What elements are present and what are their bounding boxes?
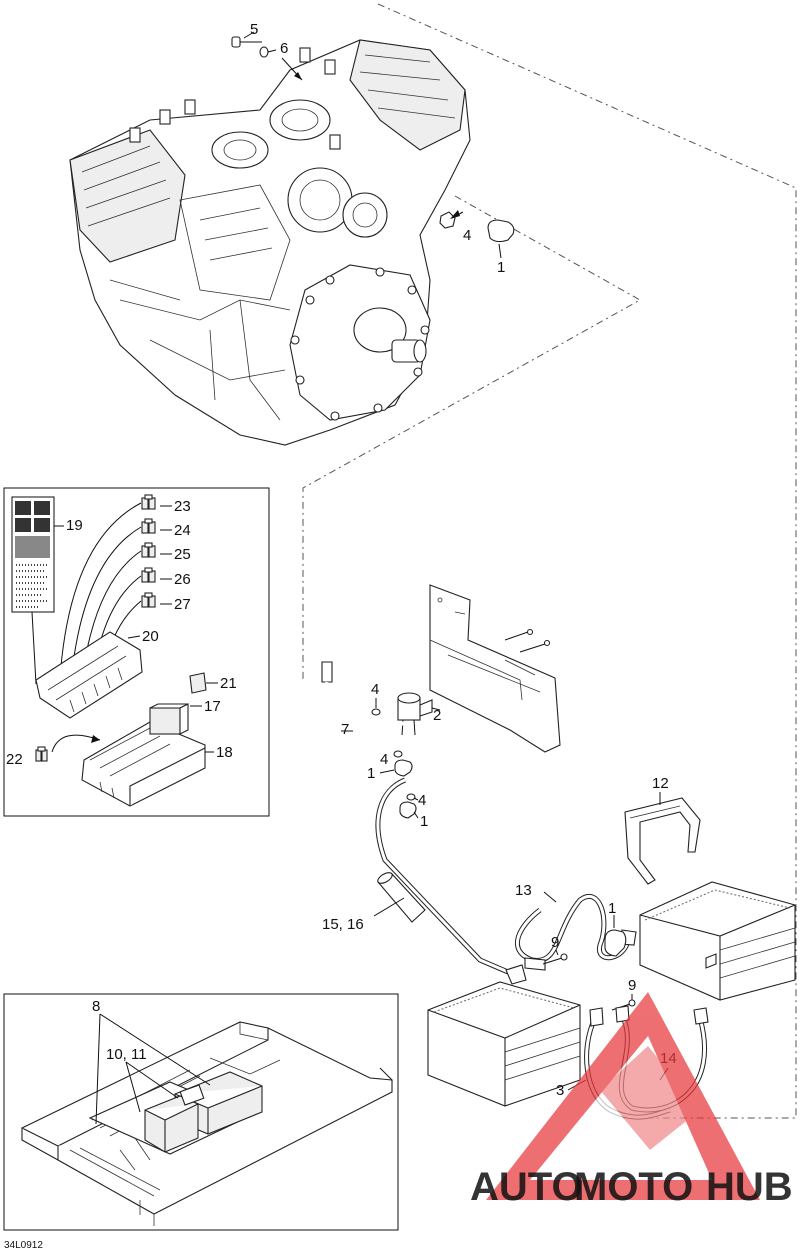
callout-13: 13 [515, 882, 532, 899]
callout-5: 5 [250, 21, 258, 38]
callout-26: 26 [174, 571, 191, 588]
callout-4: 4 [380, 751, 388, 768]
watermark-text: AUTO MOTO HUB [470, 1165, 793, 1209]
ground-cable [375, 777, 527, 985]
watermark-logo [486, 992, 760, 1200]
relay [189, 672, 207, 694]
fuse-box-cover [35, 631, 143, 719]
callout-21: 21 [220, 675, 237, 692]
terminal-cap [604, 929, 627, 957]
callout-3: 3 [556, 1082, 564, 1099]
callout-1: 1 [420, 813, 428, 830]
svg-text:HUB: HUB [706, 1165, 793, 1209]
battery-bolt [542, 953, 568, 965]
fuse-group [141, 494, 156, 608]
callout-7: 7 [341, 721, 349, 738]
diagram-reference: 34L0912 [4, 1240, 43, 1251]
callout-9: 9 [551, 934, 559, 951]
cable-7 [314, 661, 406, 757]
fuse [35, 746, 48, 762]
terminal-cap [487, 219, 515, 243]
cable-sleeve [377, 872, 426, 923]
terminal-cap [399, 801, 417, 819]
callout-1: 1 [497, 259, 505, 276]
fuse-holder-base [81, 703, 206, 807]
callout-10-11: 10, 11 [106, 1046, 147, 1063]
starter-solenoid [397, 692, 433, 736]
vehicle-frame [20, 1021, 393, 1226]
callout-4: 4 [418, 792, 426, 809]
callout-23: 23 [174, 498, 191, 515]
callout-1: 1 [367, 765, 375, 782]
callout-4: 4 [463, 227, 471, 244]
callout-17: 17 [204, 698, 221, 715]
engine-illustration [69, 39, 471, 446]
callout-27: 27 [174, 596, 191, 613]
terminal-cap [394, 759, 413, 777]
callout-15-16: 15, 16 [322, 916, 364, 933]
routing-line [302, 3, 797, 1119]
callout-1: 1 [608, 900, 616, 917]
nut [406, 793, 416, 801]
callout-2: 2 [433, 707, 441, 724]
callout-12: 12 [652, 775, 669, 792]
mounting-bracket [429, 584, 561, 753]
callout-22: 22 [6, 751, 23, 768]
callout-24: 24 [174, 522, 191, 539]
fuse-label-card [11, 496, 55, 613]
battery-right [639, 881, 796, 1001]
svg-text:AUTO: AUTO [470, 1165, 583, 1209]
callout-6: 6 [280, 40, 288, 57]
callout-18: 18 [216, 744, 233, 761]
battery-left [427, 981, 581, 1107]
callout-8: 8 [92, 998, 100, 1015]
solenoid-nuts [371, 708, 403, 758]
battery-strap [624, 797, 701, 885]
bracket-screws [504, 628, 551, 653]
callout-25: 25 [174, 546, 191, 563]
callout-4: 4 [371, 681, 379, 698]
callout-19: 19 [66, 517, 83, 534]
washer [259, 46, 269, 58]
callout-9: 9 [628, 977, 636, 994]
svg-text:MOTO: MOTO [574, 1165, 693, 1209]
callout-20: 20 [142, 628, 159, 645]
nut [439, 211, 456, 229]
engine-bolt [231, 36, 262, 48]
